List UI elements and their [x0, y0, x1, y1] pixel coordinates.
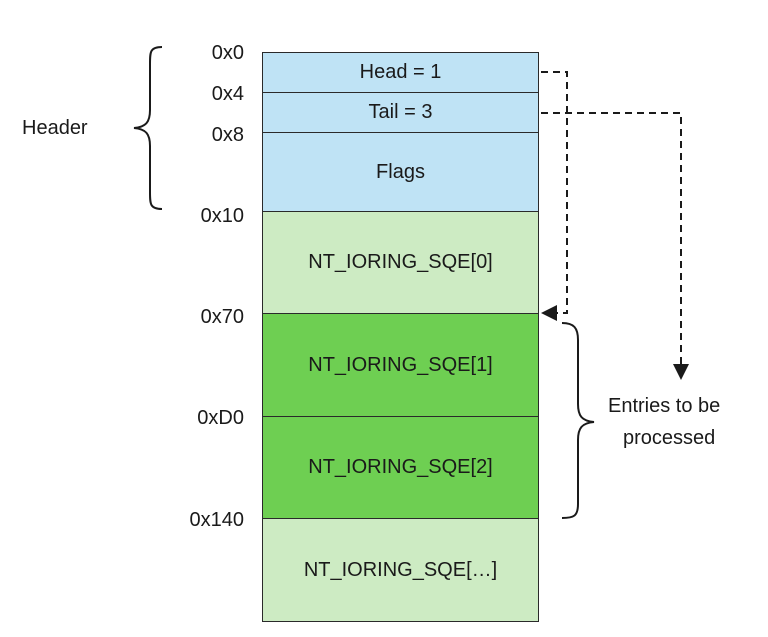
offset-0x140: 0x140	[189, 509, 245, 531]
offset-0x70: 0x70	[200, 306, 244, 328]
sqe-entry-more: NT_IORING_SQE[…]	[262, 518, 539, 622]
offset-0xD0: 0xD0	[197, 407, 244, 429]
offset-0x4: 0x4	[211, 83, 244, 105]
tail-pointer-arrow	[541, 112, 689, 380]
header-label: Header	[22, 117, 88, 139]
offset-0x10: 0x10	[200, 205, 244, 227]
sqe-entry-2: NT_IORING_SQE[2]	[262, 416, 539, 519]
header-brace	[133, 46, 163, 210]
entries-brace	[561, 322, 595, 519]
head-field: Head = 1	[262, 52, 539, 93]
head-pointer-arrow	[541, 71, 568, 321]
flags-field: Flags	[262, 132, 539, 212]
sqe-entry-0: NT_IORING_SQE[0]	[262, 211, 539, 314]
sqe-entry-1: NT_IORING_SQE[1]	[262, 313, 539, 417]
offset-0x0: 0x0	[211, 42, 244, 64]
entries-label-line2: processed	[623, 427, 716, 449]
offset-0x8: 0x8	[211, 124, 244, 146]
entries-label-line1: Entries to be	[608, 395, 721, 417]
